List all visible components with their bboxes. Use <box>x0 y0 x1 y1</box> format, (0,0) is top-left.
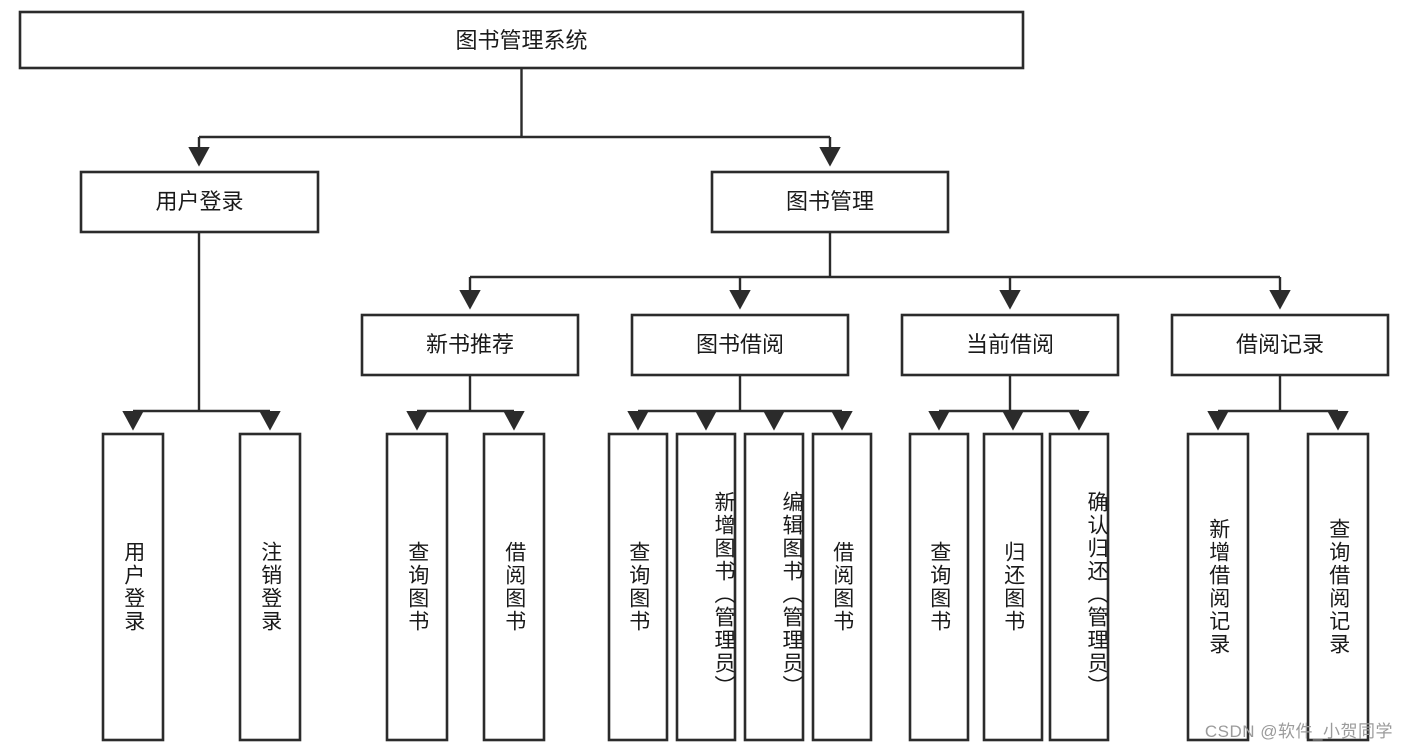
node-user-login-label: 用户登录 <box>155 189 243 214</box>
node-book-borrow[interactable]: 图书借阅 <box>630 313 850 377</box>
node-root[interactable]: 图书管理系统 <box>18 10 1025 70</box>
node-root-label: 图书管理系统 <box>455 28 587 53</box>
edge-user-login-to-leaves <box>122 232 281 431</box>
edge-book-manage-to-level3 <box>459 232 1291 310</box>
leaf-box-add-book <box>675 432 737 742</box>
edge-current-borrow-to-leaves <box>928 375 1090 431</box>
node-book-borrow-label: 图书借阅 <box>696 332 784 357</box>
node-new-book-recommend-label: 新书推荐 <box>426 332 514 357</box>
leaf-box-borrow-book-1 <box>482 432 546 742</box>
node-current-borrow[interactable]: 当前借阅 <box>900 313 1120 377</box>
node-current-borrow-label: 当前借阅 <box>966 332 1054 357</box>
leaf-box-confirm-return <box>1048 432 1110 742</box>
leaf-box-query-book-3 <box>908 432 970 742</box>
leaf-box-return-book <box>982 432 1044 742</box>
edge-new-book-to-leaves <box>406 375 525 431</box>
edge-borrow-record-to-leaves <box>1207 375 1349 431</box>
leaf-box-borrow-book-2 <box>811 432 873 742</box>
node-borrow-record[interactable]: 借阅记录 <box>1170 313 1390 377</box>
leaf-box-query-book-1 <box>385 432 449 742</box>
node-new-book-recommend[interactable]: 新书推荐 <box>360 313 580 377</box>
node-book-manage-label: 图书管理 <box>786 189 874 214</box>
edge-root-to-level2 <box>188 68 841 167</box>
node-book-manage[interactable]: 图书管理 <box>710 170 950 234</box>
leaf-box-query-book-2 <box>607 432 669 742</box>
leaf-box-logout <box>238 432 302 742</box>
leaf-box-query-record <box>1306 432 1370 742</box>
leaf-boxes <box>101 432 1370 742</box>
watermark-text: CSDN @软件_小贺同学 <box>1204 722 1393 741</box>
node-borrow-record-label: 借阅记录 <box>1236 332 1324 357</box>
leaf-box-edit-book <box>743 432 805 742</box>
node-user-login[interactable]: 用户登录 <box>79 170 320 234</box>
leaf-box-user-login <box>101 432 165 742</box>
leaf-box-add-record <box>1186 432 1250 742</box>
edge-book-borrow-to-leaves <box>627 375 853 431</box>
